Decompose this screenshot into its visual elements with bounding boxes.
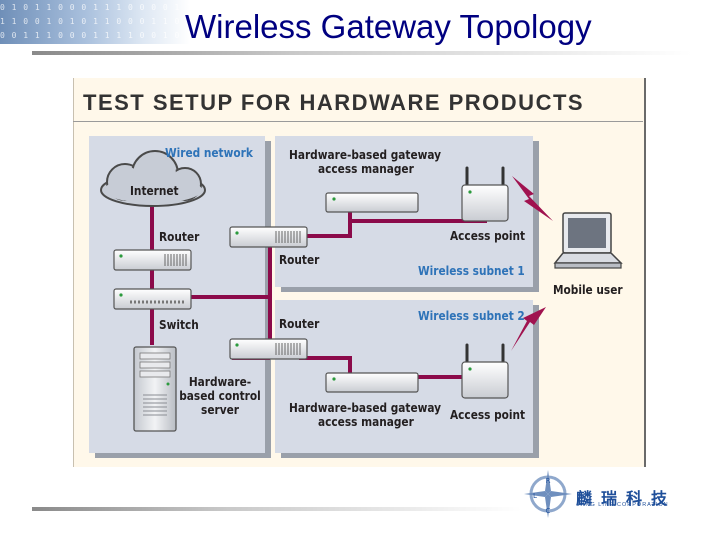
control-server-label: Hardware- based control server <box>172 375 269 417</box>
company-emblem-icon: R L C <box>522 468 574 520</box>
switch-icon <box>114 289 191 309</box>
gateway-manager-bottom-label: Hardware-based gateway access manager <box>289 401 441 429</box>
lower-router-icon <box>230 339 307 359</box>
control-server-icon <box>134 347 176 431</box>
upper-router-label: Router <box>279 253 319 267</box>
gateway-manager-bottom-icon <box>326 373 418 392</box>
wireless-subnet-2-label: Wireless subnet 2 <box>418 309 525 323</box>
access-point-bottom-label: Access point <box>450 408 525 422</box>
upper-router-icon <box>230 227 307 247</box>
mobile-user-label: Mobile user <box>553 283 623 297</box>
wireless-subnet-1-label: Wireless subnet 1 <box>418 264 525 278</box>
mobile-user-laptop-icon <box>555 213 621 268</box>
main-router-label: Router <box>159 230 199 244</box>
main-router-icon <box>114 250 191 270</box>
company-name-english: RING LINE CORPORATION <box>578 502 669 508</box>
footer-divider <box>32 507 522 511</box>
access-point-top-label: Access point <box>450 229 525 243</box>
wired-network-label: Wired network <box>165 146 253 160</box>
emblem-letter: R <box>546 477 551 485</box>
emblem-letter: C <box>546 507 551 515</box>
gateway-manager-top-label: Hardware-based gateway access manager <box>289 148 441 176</box>
gateway-manager-top-icon <box>326 193 418 212</box>
lower-router-label: Router <box>279 317 319 331</box>
internet-label: Internet <box>130 184 179 198</box>
emblem-letter: L <box>533 492 537 500</box>
switch-label: Switch <box>159 318 199 332</box>
